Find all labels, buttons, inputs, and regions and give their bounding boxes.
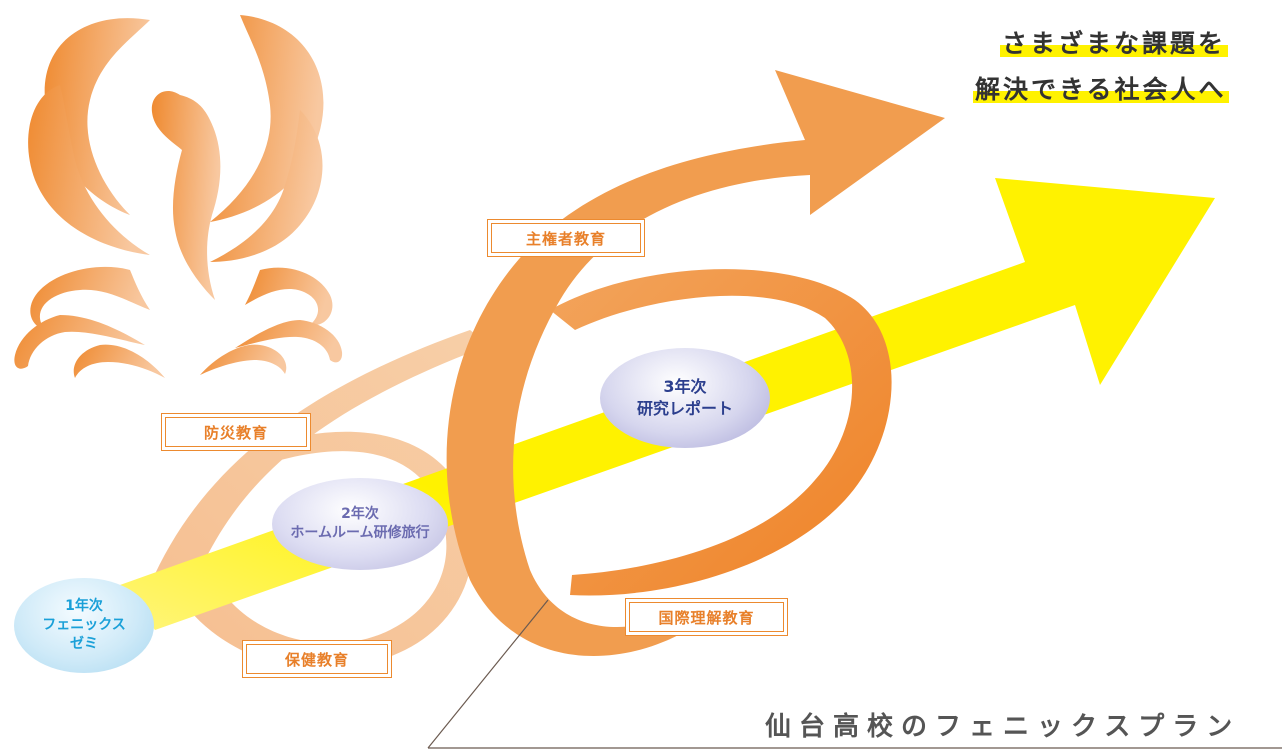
stage-year2-bubble: 2年次 ホームルーム研修旅行 — [272, 478, 448, 570]
phoenix-icon — [14, 15, 343, 378]
headline-line-1: さまざまな課題を — [1000, 24, 1229, 60]
stage-year1-bubble: 1年次 フェニックス ゼミ — [14, 578, 154, 673]
stage-year1-line1: フェニックス — [42, 617, 126, 634]
stage-year3-label: 3年次 — [663, 377, 707, 397]
tag-bousai: 防災教育 — [161, 413, 311, 451]
stage-year3-bubble: 3年次 研究レポート — [600, 348, 770, 448]
leader-line — [427, 599, 549, 749]
stage-year2-label: 2年次 — [341, 506, 379, 523]
tag-hoken: 保健教育 — [242, 640, 392, 678]
stage-year1-line2: ゼミ — [70, 635, 98, 652]
stage-year3-line1: 研究レポート — [636, 399, 733, 418]
tag-kokusai: 国際理解教育 — [625, 598, 788, 636]
orange-curved-arrow — [446, 70, 945, 657]
stage-year1-label: 1年次 — [65, 598, 103, 615]
headline-line-2: 解決できる社会人へ — [973, 70, 1229, 106]
tag-shukensha: 主権者教育 — [487, 219, 645, 257]
ribbon-dark-loop — [550, 269, 892, 596]
ribbon-light-left — [150, 330, 490, 669]
stage-year2-line1: ホームルーム研修旅行 — [290, 525, 430, 541]
plan-title: 仙台高校のフェニックスプラン — [765, 712, 1241, 742]
